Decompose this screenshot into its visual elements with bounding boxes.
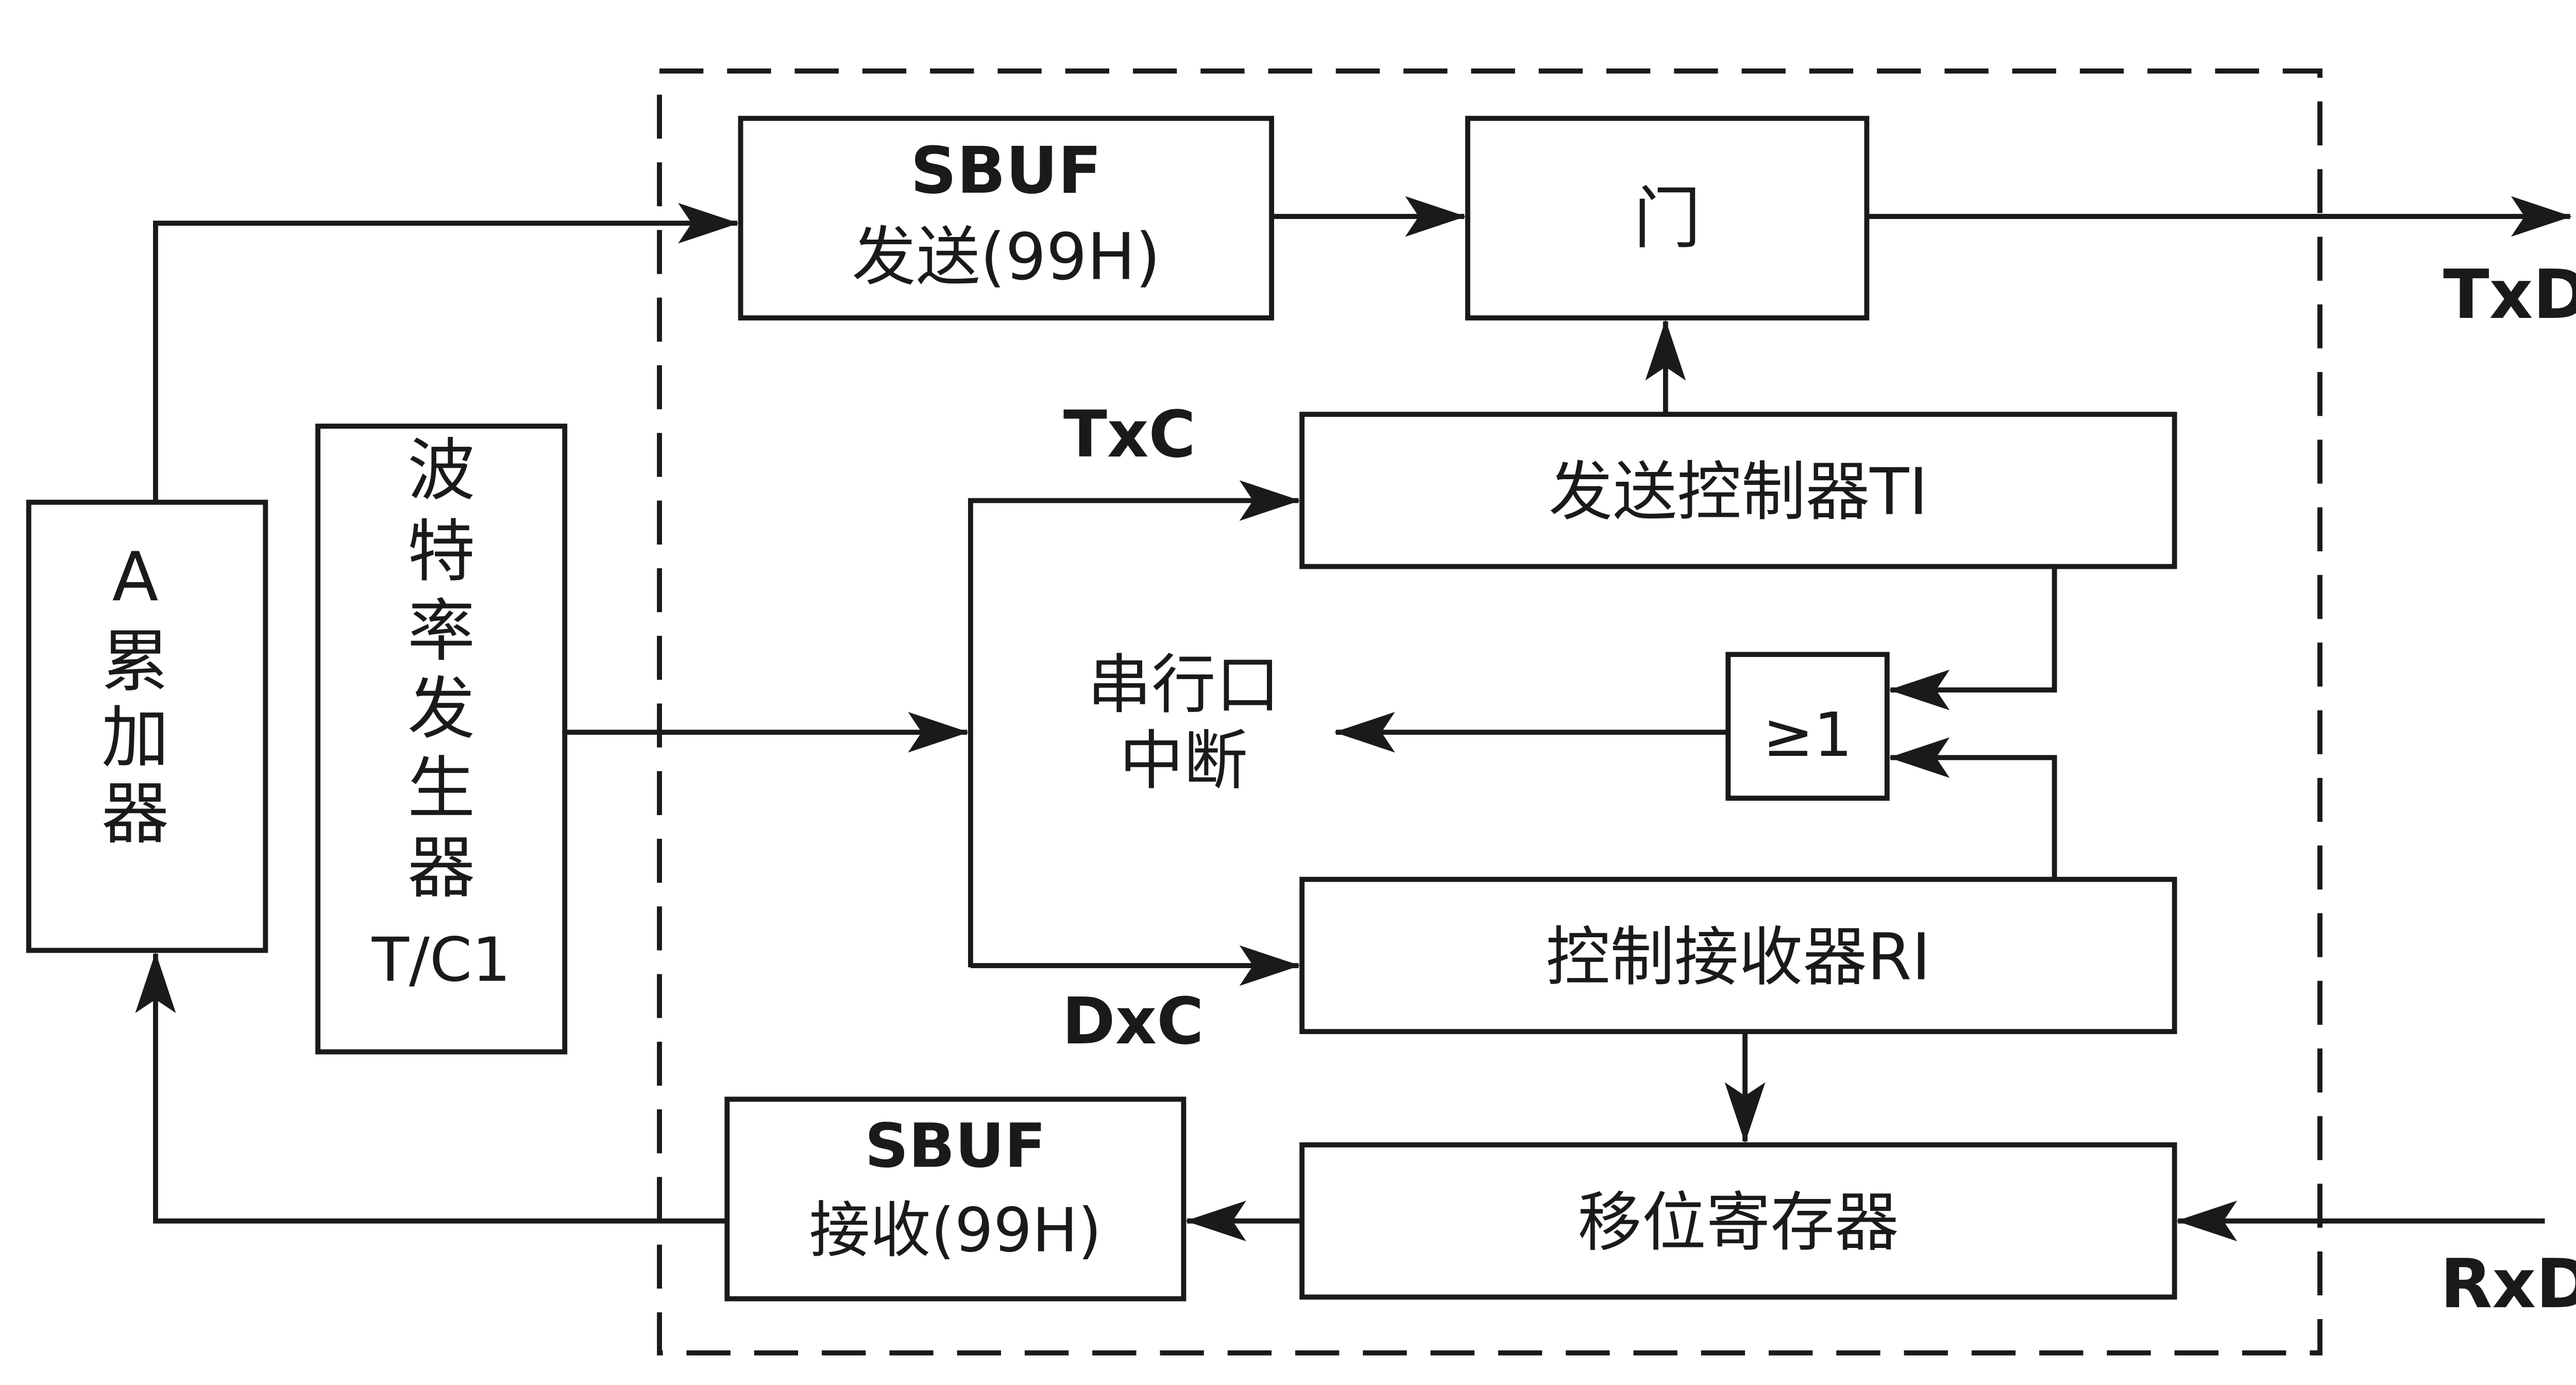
send-controller-block [1299, 412, 2177, 569]
baud-label-1: 波 [408, 431, 475, 510]
rxd-label: RxD [2440, 1244, 2576, 1323]
baud-label-2: 特 [408, 512, 475, 591]
accumulator-label-2: 累 [101, 622, 169, 701]
baud-label-3: 率 [408, 592, 475, 670]
send-controller-label: 发送控制器TI [1549, 455, 1928, 530]
interrupt-label-1: 串行口 [1087, 648, 1280, 722]
txc-clock-arrow [968, 480, 1300, 968]
sbuf-recv-to-acc-arrow [135, 952, 727, 1224]
ri-to-or-arrow [1889, 737, 2057, 880]
txc-label: TxC [1063, 397, 1196, 472]
recv-controller-block [1299, 876, 2177, 1034]
sbuf-recv-block [724, 1096, 1187, 1302]
accumulator-label-3: 加 [101, 698, 169, 777]
baud-label-6: 器 [408, 829, 475, 907]
txd-label: TxD [2443, 255, 2576, 334]
baud-label-4: 发 [408, 669, 475, 748]
dxc-label: DxC [1062, 984, 1204, 1059]
or-gate-block [1725, 652, 1890, 801]
shift-register-label: 移位寄存器 [1578, 1186, 1899, 1260]
recv-controller-label: 控制接收器RI [1546, 920, 1930, 994]
ti-to-or-arrow [1889, 566, 2057, 711]
interrupt-label-2: 中断 [1120, 724, 1248, 799]
or-gate-label: ≥1 [1762, 699, 1852, 770]
accumulator-label-4: 器 [101, 774, 169, 853]
serial-port-boundary [657, 68, 2323, 1356]
gate-label: 门 [1633, 179, 1701, 258]
acc-to-sbuf-send-arrow [153, 202, 739, 502]
baud-generator-block [315, 424, 568, 1055]
accumulator-block [26, 499, 268, 953]
sbuf-send-title: SBUF [910, 133, 1101, 208]
sbuf-recv-title: SBUF [865, 1110, 1046, 1181]
baud-label-5: 生 [408, 749, 475, 827]
sbuf-send-sub: 发送(99H) [852, 220, 1160, 295]
sbuf-recv-sub: 接收(99H) [809, 1195, 1102, 1266]
accumulator-label-1: A [112, 537, 159, 616]
baud-label-7: T/C1 [371, 924, 511, 995]
